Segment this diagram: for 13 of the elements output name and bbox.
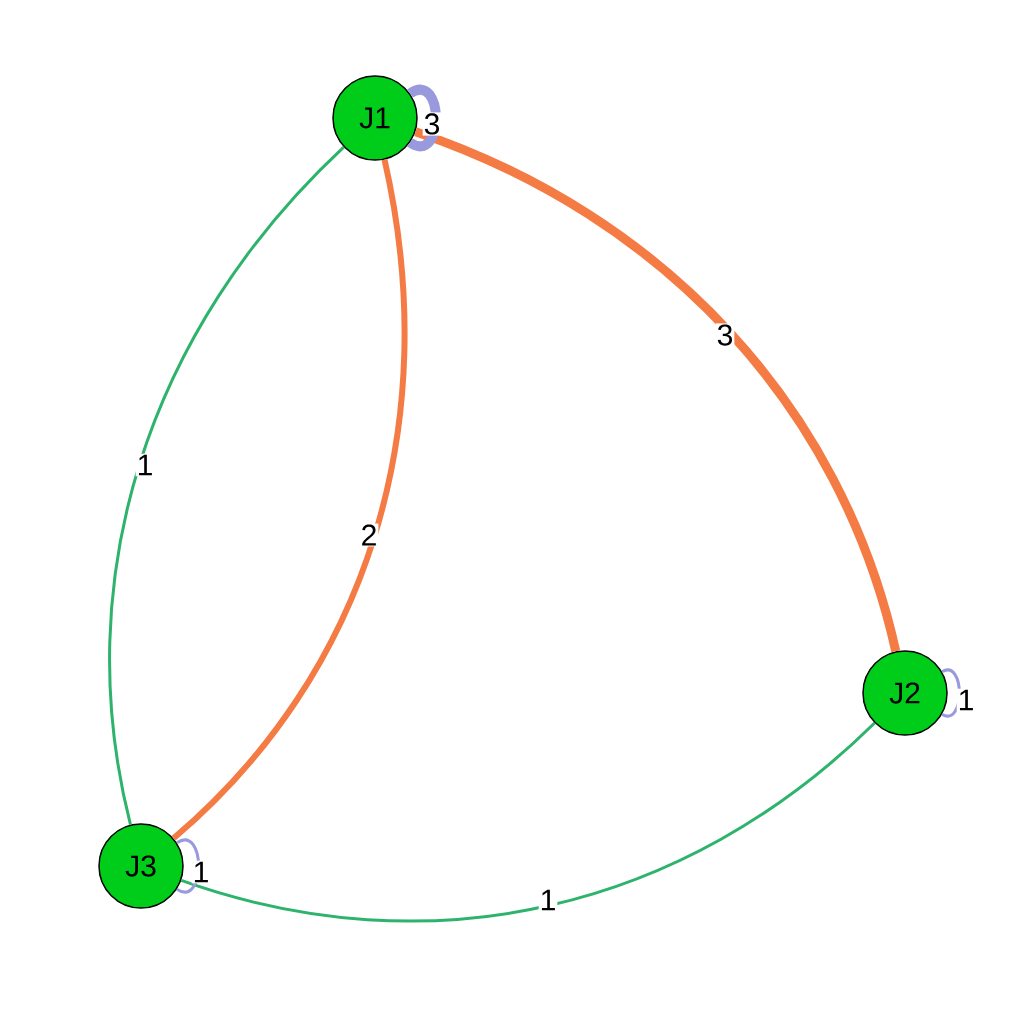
curved-edge — [180, 721, 876, 923]
edge-label: 2 — [359, 523, 379, 547]
edge-label: 1 — [956, 688, 976, 712]
edge-label: 1 — [135, 453, 155, 477]
curved-edge — [171, 159, 408, 841]
curved-edge — [413, 127, 901, 653]
edge-label: 3 — [422, 112, 442, 136]
curved-edge — [108, 146, 345, 825]
self-loop — [176, 838, 201, 894]
self-loop — [407, 84, 441, 152]
edge-label: 1 — [538, 888, 558, 912]
edge-label: 1 — [191, 860, 211, 884]
edge-label: 3 — [715, 323, 735, 347]
